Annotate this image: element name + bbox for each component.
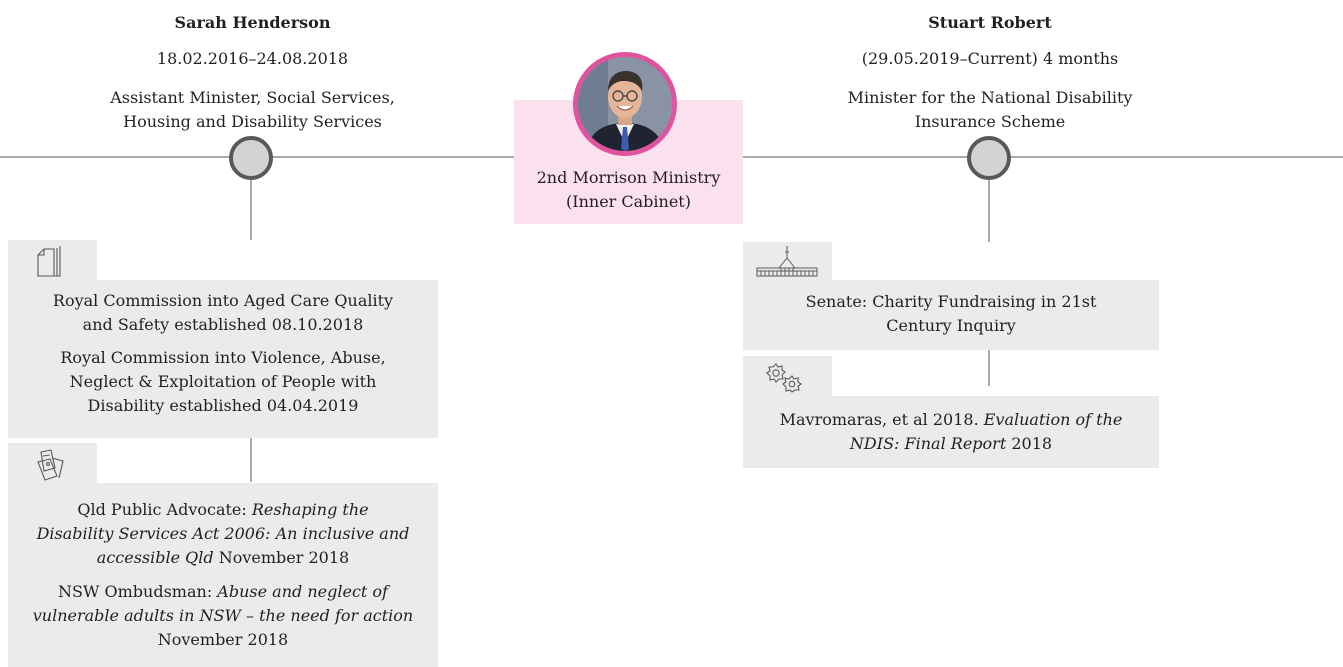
- right-box2-icon-tab: [743, 356, 832, 396]
- minister-portrait-avatar: [573, 52, 677, 156]
- gears-icon: [763, 360, 807, 398]
- right-connector-lower: [988, 350, 990, 386]
- left-minister-role-line1: Assistant Minister, Social Services,: [110, 88, 395, 107]
- documents-icon: [34, 244, 70, 282]
- nsw-line3: November 2018: [157, 630, 289, 649]
- rc1-line1: Royal Commission into Aged Care Quality: [52, 291, 394, 310]
- center-ministry-line2: (Inner Cabinet): [566, 192, 691, 211]
- timeline-line-right: [743, 156, 1343, 158]
- qld-line1: Qld Public Advocate: Reshaping the: [77, 500, 369, 519]
- left-connector: [250, 178, 252, 240]
- nsw-line2: vulnerable adults in NSW – the need for …: [32, 606, 414, 625]
- right-minister-role-line2: Insurance Scheme: [914, 112, 1066, 131]
- right-connector: [988, 178, 990, 242]
- timeline-node-left: [229, 136, 273, 180]
- nsw-line1: NSW Ombudsman: Abuse and neglect of: [58, 582, 388, 601]
- left-minister-dates: 18.02.2016–24.08.2018: [156, 49, 349, 68]
- timeline-node-right: [967, 136, 1011, 180]
- center-ministry-line1: 2nd Morrison Ministry: [536, 168, 721, 187]
- left-box2-icon-tab: [8, 443, 97, 483]
- rc2-line2: Neglect & Exploitation of People with: [69, 372, 377, 391]
- right-box2-evaluation: Mavromaras, et al 2018. Evaluation of th…: [743, 396, 1159, 468]
- left-minister-role-line2: Housing and Disability Services: [123, 112, 382, 131]
- right-minister-role-line1: Minister for the National Disability: [847, 88, 1133, 107]
- qld-line2: Disability Services Act 2006: An inclusi…: [36, 524, 410, 543]
- evaluation-line1: Mavromaras, et al 2018. Evaluation of th…: [779, 410, 1123, 429]
- rc2-line1: Royal Commission into Violence, Abuse,: [60, 348, 386, 367]
- right-minister-dates: (29.05.2019–Current) 4 months: [861, 49, 1119, 68]
- parliament-house-icon: [755, 244, 819, 282]
- center-ministry-card: 2nd Morrison Ministry (Inner Cabinet): [514, 100, 743, 224]
- left-box2-reports: Qld Public Advocate: Reshaping the Disab…: [8, 483, 438, 667]
- senate-line2: Century Inquiry: [886, 316, 1016, 335]
- left-box1-royal-commissions: Royal Commission into Aged Care Quality …: [8, 280, 438, 438]
- tagged-documents-icon: [32, 446, 72, 486]
- right-box1-icon-tab: [743, 242, 832, 280]
- qld-line3: accessible Qld November 2018: [96, 548, 350, 567]
- evaluation-line2: NDIS: Final Report 2018: [849, 434, 1053, 453]
- senate-line1: Senate: Charity Fundraising in 21st: [805, 292, 1097, 311]
- left-connector-lower: [250, 438, 252, 482]
- rc2-line3: Disability established 04.04.2019: [87, 396, 359, 415]
- rc1-line2: and Safety established 08.10.2018: [82, 315, 364, 334]
- left-box1-icon-tab: [8, 240, 97, 280]
- left-minister-name: Sarah Henderson: [174, 13, 331, 32]
- right-box1-senate-inquiry: Senate: Charity Fundraising in 21st Cent…: [743, 280, 1159, 350]
- right-minister-name: Stuart Robert: [928, 13, 1052, 32]
